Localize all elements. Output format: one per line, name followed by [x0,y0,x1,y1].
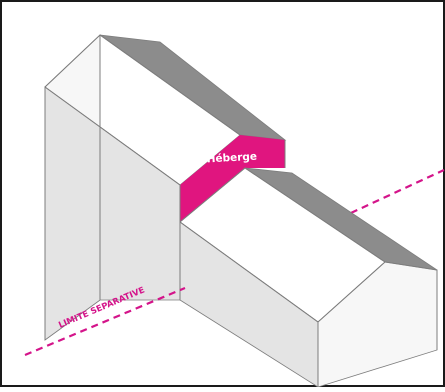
building-edges [44,34,438,387]
boundary-line-front [24,286,186,357]
boundary-line-back [339,169,445,219]
heberge-area [180,135,285,222]
heberge-label: Héberge [206,151,257,166]
